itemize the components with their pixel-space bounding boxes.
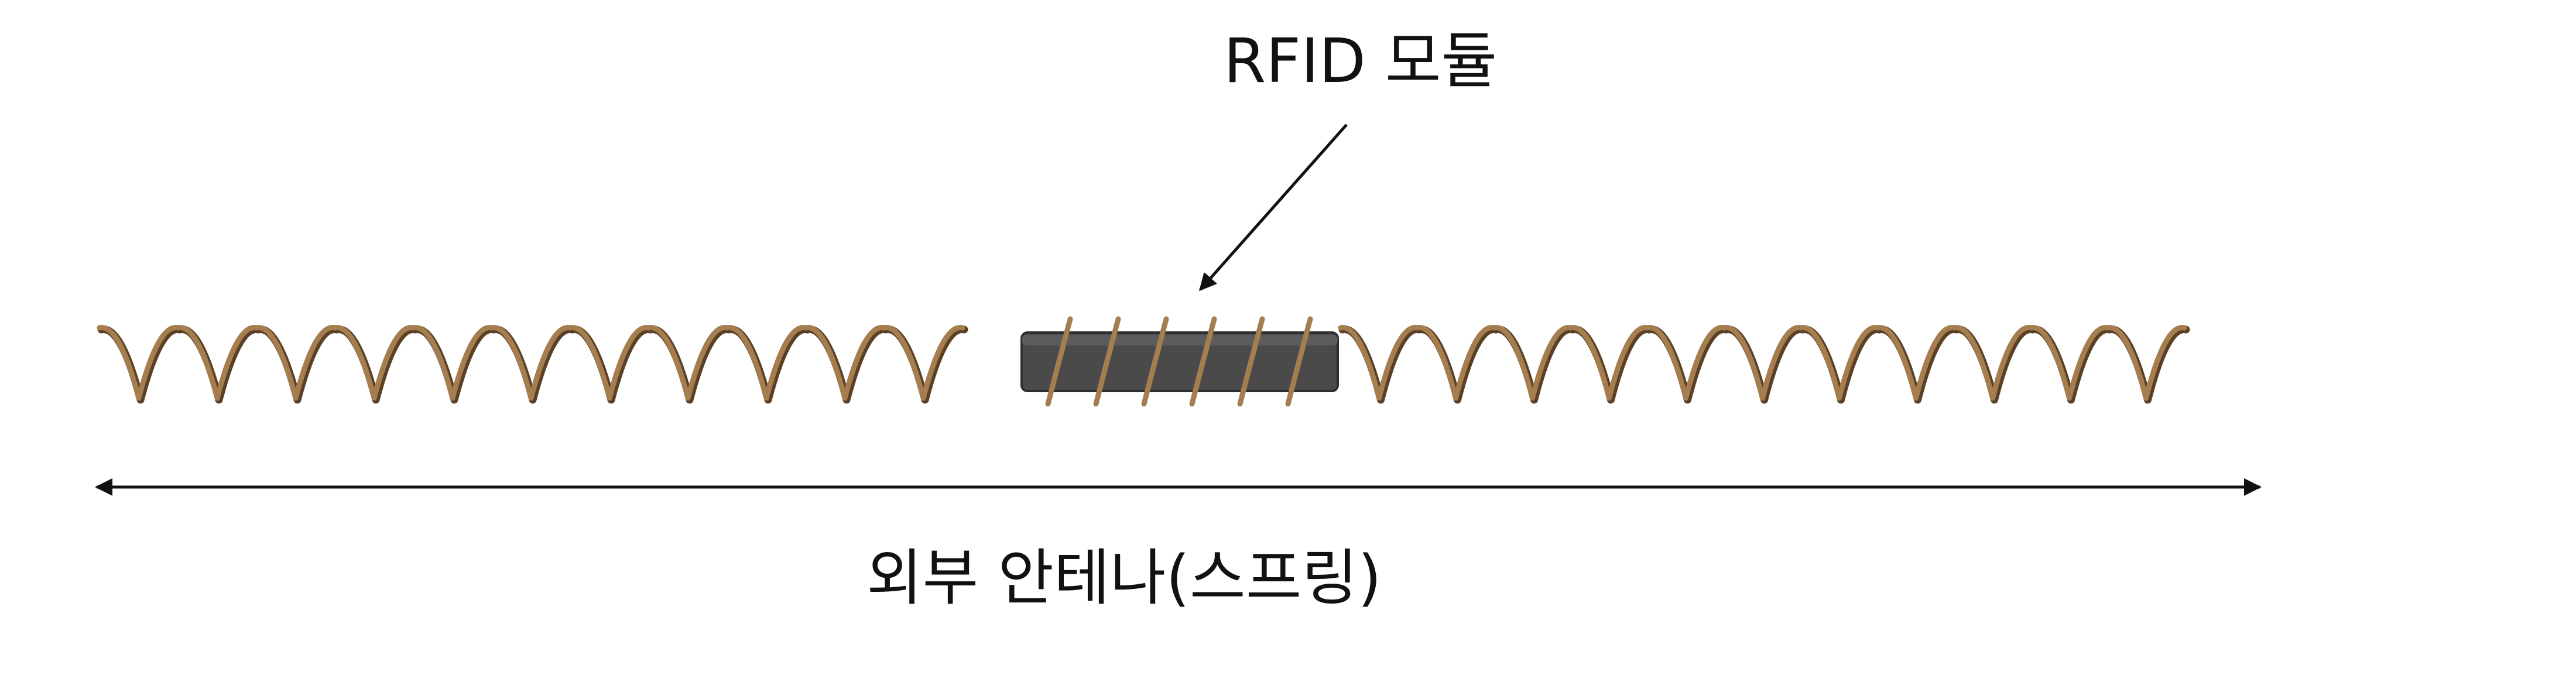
module-coil-turn xyxy=(1285,316,1313,407)
external-antenna-label: 외부 안테나(스프링) xyxy=(866,542,1382,614)
module-coil-turn xyxy=(1189,316,1217,407)
module-coil-turn xyxy=(1141,316,1169,407)
rfid-module-coils xyxy=(1045,316,1313,407)
spring-right xyxy=(1338,325,2187,401)
spring-left xyxy=(97,325,965,401)
spring-antenna xyxy=(97,325,2190,404)
module-pointer-arrow xyxy=(1199,124,1348,292)
rfid-module-label: RFID 모듈 xyxy=(1224,25,1498,97)
rfid-module xyxy=(1020,316,1339,407)
rfid-module-highlight xyxy=(1022,335,1338,345)
module-coil-turn xyxy=(1093,316,1121,407)
module-coil-turn xyxy=(1045,316,1073,407)
module-coil-turn xyxy=(1237,316,1265,407)
